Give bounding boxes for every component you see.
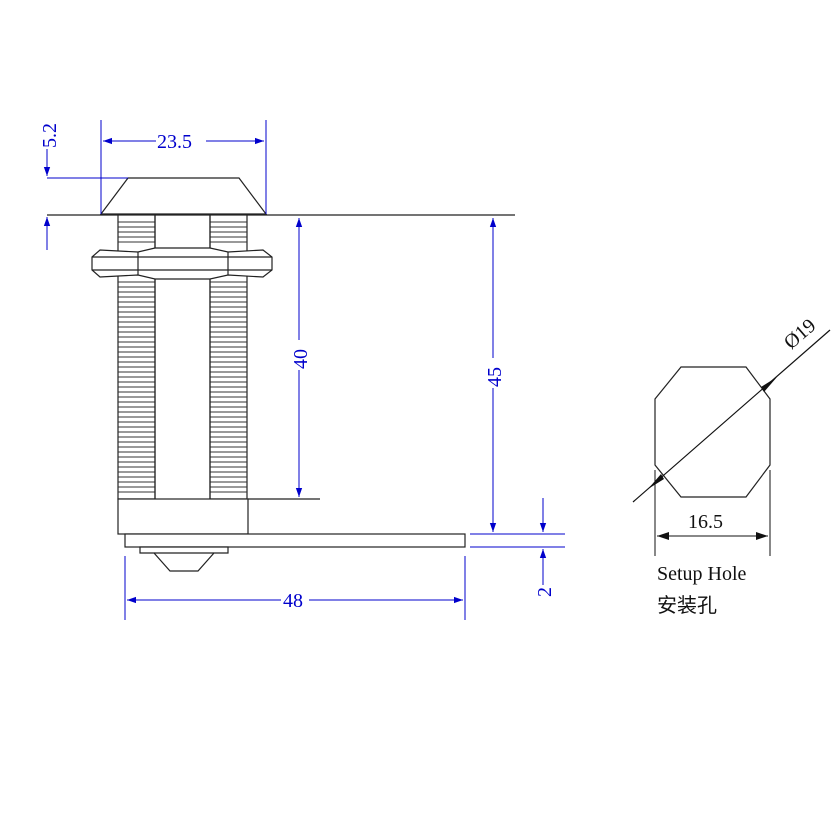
dimension-labels: 5.2 23.5 40 45 2 48 — [36, 105, 556, 612]
lock-head — [99, 177, 268, 215]
dim-head-height: 5.2 — [39, 123, 61, 148]
dim-cam-thickness: 2 — [534, 587, 556, 597]
cam-plate — [124, 533, 466, 548]
dim-thread-length: 40 — [290, 349, 312, 369]
lock-body-base — [117, 498, 249, 535]
lock-body — [47, 177, 515, 572]
setup-hole-label-chinese: 安装孔 — [657, 594, 717, 617]
dim-hole-flat: 16.5 — [688, 511, 723, 533]
dim-hole-diameter: Ø19 — [780, 315, 820, 354]
setup-hole-label: Setup Hole — [657, 563, 747, 585]
hex-nut — [91, 247, 273, 280]
dim-cam-length: 48 — [283, 590, 303, 612]
retaining-screw — [139, 546, 229, 572]
setup-hole: Ø19 16.5 Setup Hole 安装孔 — [632, 315, 831, 617]
dim-head-width: 23.5 — [157, 131, 192, 153]
dim-overall-length: 45 — [484, 367, 506, 387]
